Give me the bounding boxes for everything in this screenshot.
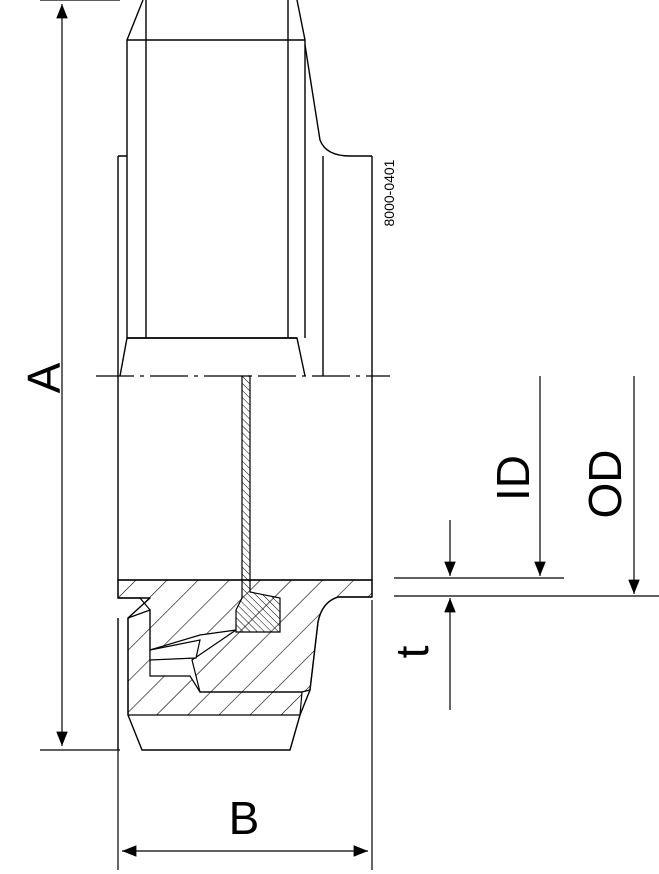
label-od: OD xyxy=(579,450,631,519)
section-hatching xyxy=(117,375,373,716)
drawing-code: 8000-0401 xyxy=(381,159,397,226)
hatch-lower xyxy=(127,609,303,716)
top-neck xyxy=(126,0,306,338)
label-b: B xyxy=(229,792,260,844)
groove xyxy=(149,639,201,661)
label-a: A xyxy=(18,362,70,393)
dimension-a xyxy=(40,0,120,751)
shoulder-curve xyxy=(304,44,372,157)
collar xyxy=(119,337,306,377)
dimension-id-od-t xyxy=(394,376,659,710)
label-id: ID xyxy=(487,455,539,501)
dimension-b xyxy=(117,600,373,870)
label-t: t xyxy=(386,645,438,658)
left-outer-wall xyxy=(117,155,127,580)
gasket xyxy=(235,375,281,633)
